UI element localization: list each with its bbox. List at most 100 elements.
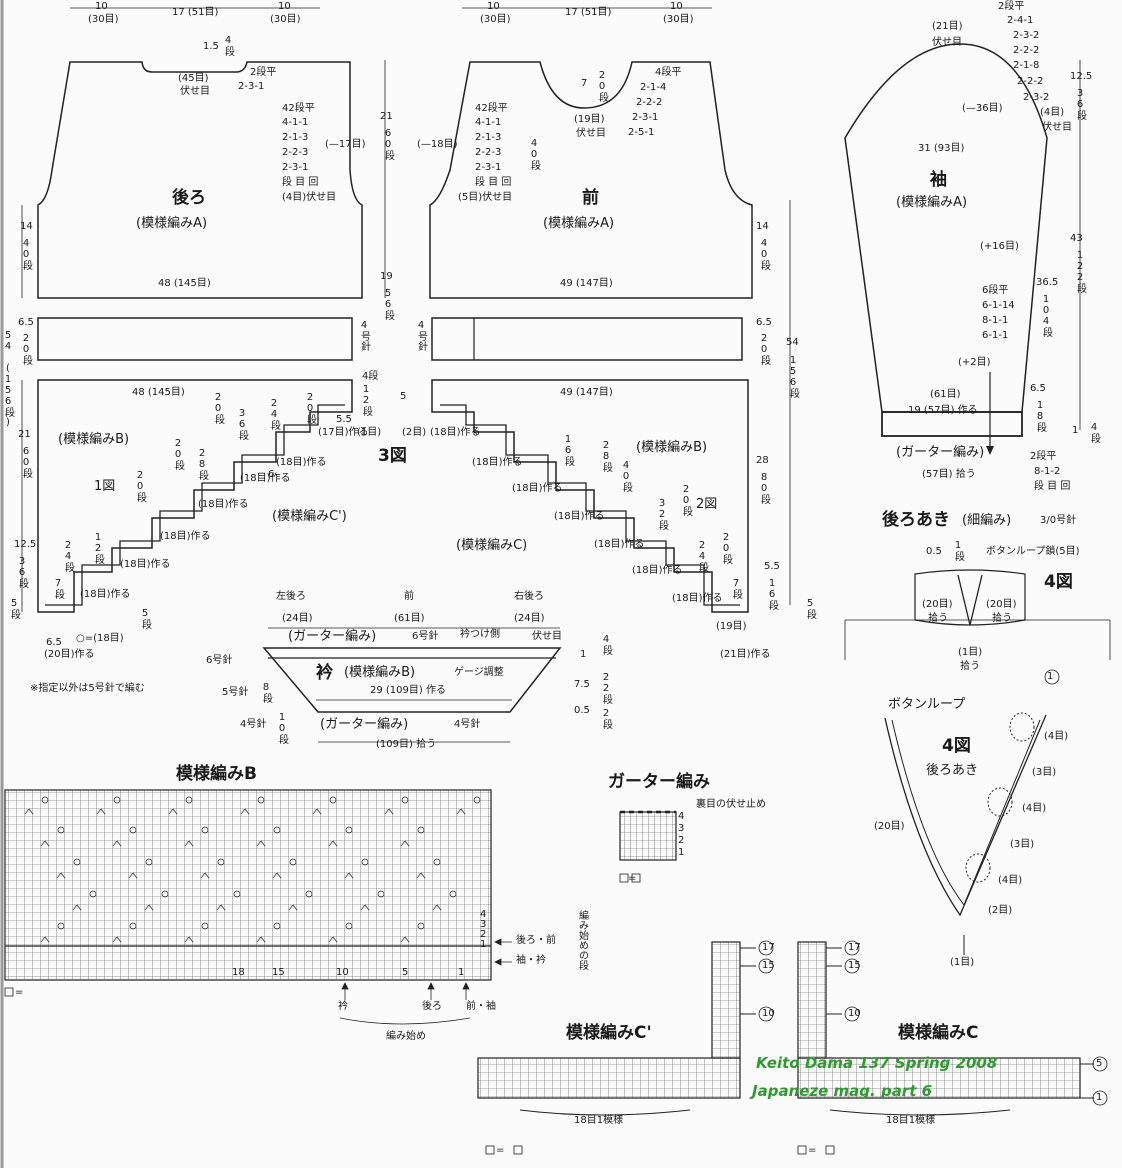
chart-c-horizontal: [797, 1057, 1081, 1099]
back-opening-pattern: (細編み): [962, 513, 1012, 528]
back-pattern: (模様編みA): [136, 216, 208, 231]
skirt-front-rows: 80段: [758, 472, 770, 504]
front-pattern: (模様編みA): [543, 216, 615, 231]
front-armhole-dec-1: 4-1-1: [475, 117, 502, 128]
back-opening-hook: 3/0号針: [1040, 515, 1077, 526]
back-armhole-dec-5: 段 目 回: [282, 177, 319, 188]
skirt-front-bottom-rows: 5段: [804, 598, 816, 619]
front-armhole-dec-4: 2-3-1: [475, 162, 502, 173]
chart-b-row-2: 2: [480, 929, 487, 940]
sleeve-cuff-make: 19 (57目) 作る: [908, 405, 978, 416]
back-opening-side-sts-r: (20目): [986, 599, 1017, 610]
fig4-detail-mark-7: (1目): [950, 957, 975, 968]
front-neck-dec-2: 2-2-2: [636, 97, 663, 108]
yoke-rows: 56段: [382, 288, 394, 320]
sleeve-total-height: 43: [1070, 233, 1083, 244]
front-side-height: 14: [756, 221, 769, 232]
collar-garter-top: (ガーター編み): [288, 629, 377, 644]
back-armhole-dec-6: (4目)伏せ目: [282, 192, 337, 203]
skirt-back-step-rows-9: 7段: [52, 578, 64, 599]
skirt-back-step-sts-1: (18目)作る: [276, 457, 327, 468]
watermark-line-1: Keito Dama 137 Spring 2008: [756, 1054, 998, 1072]
back-width-right: 10: [278, 1, 291, 12]
chart-c-vertical: [797, 941, 827, 1059]
collar-pickup: (109目) 拾う: [376, 739, 437, 750]
skirt-front-step-rows-0: 16段: [562, 434, 574, 466]
front-width-right-sts: (30目): [663, 14, 694, 25]
chart-b-symbols: [24, 796, 481, 943]
chart-b-col-15: 15: [272, 967, 285, 978]
collar-needle4: 4号針: [454, 719, 481, 730]
front-band-rect: [431, 317, 743, 361]
skirt-back-step-sts-0: (17目)作る: [318, 427, 369, 438]
skirt-back-bottom-left-rows: 36段: [16, 556, 28, 588]
front-armhole-dec-0: 42段平: [475, 103, 508, 114]
front-title: 前: [582, 188, 599, 208]
sleeve-edge-h: 1: [1072, 425, 1079, 436]
sleeve-cuff-dec-2: 段 目 回: [1034, 481, 1071, 492]
fig3-label: 3図: [378, 446, 407, 466]
skirt-front-step-sts-8: (21目)作る: [720, 649, 771, 660]
skirt-back-step-sts-6: (18目)作る: [80, 589, 131, 600]
back-neck-bind-sts: (45目): [178, 73, 209, 84]
skirt-back-step-rows-8: 12段: [92, 532, 104, 564]
skirt-front-step-rows-1: 40段: [620, 460, 632, 492]
skirt-front-step-sts-1: (18目)作る: [472, 457, 523, 468]
chart-c-title: 模様編みC: [898, 1023, 979, 1043]
front-width-left-sts: (30目): [480, 14, 511, 25]
skirt-front-step-rows-6: 24段: [696, 540, 708, 572]
back-width: 48 (145目): [158, 278, 211, 289]
chart-c-prime-mark-10: 10: [762, 1008, 775, 1019]
front-width-mid: 17 (51目): [565, 7, 612, 18]
watermark-line-2: Japaneze mag. part 6: [752, 1082, 933, 1100]
collar-left-rows-10: 10段: [276, 712, 288, 744]
collar-right-dim-1: 1: [580, 649, 587, 660]
skirt-front-corner: (2目): [402, 427, 427, 438]
sleeve-outline: [844, 43, 1048, 413]
collar-width: 29 (109目) 作る: [370, 685, 446, 696]
back-opening-side-sts: (20目): [922, 599, 953, 610]
skirt-back-step-sts-5: (18目)作る: [120, 559, 171, 570]
sleeve-inc-2: 8-1-1: [982, 315, 1009, 326]
sleeve-garter: (ガーター編み): [896, 445, 985, 460]
fig4-detail-mark-2: (4目): [1022, 803, 1047, 814]
sleeve-cap-bind: 伏せ目: [932, 37, 962, 48]
chart-c-prime-title: 模様編みC': [566, 1023, 652, 1043]
sleeve-arm-height: 36.5: [1036, 277, 1059, 288]
chart-b-mark-front-sleeve: 前・袖: [466, 1001, 496, 1012]
back-band-rect: [37, 317, 353, 361]
collar-right-dim-7-5: 7.5: [574, 679, 590, 690]
band-right-height: 6.5: [756, 317, 772, 328]
skirt-back-bottom-left: 12.5: [14, 539, 37, 550]
front-neck-dec-3: 2-3-1: [632, 112, 659, 123]
chart-c-mark-1: 1: [1096, 1092, 1103, 1103]
front-armhole-dec-2: 2-1-3: [475, 132, 502, 143]
back-opening-loop: ボタンループ鎖(5目): [986, 546, 1080, 557]
skirt-back-start-mark: ○=(18目): [76, 633, 124, 644]
back-armhole-rows: 60段: [382, 128, 394, 160]
skirt-back-step-sts-3: (18目)作る: [198, 499, 249, 510]
skirt-front-height: 28: [756, 455, 769, 466]
skirt-front-fig: 2図: [696, 497, 718, 512]
front-side-rows: 40段: [758, 238, 770, 270]
back-side-height: 14: [20, 221, 33, 232]
chart-c-mark-17: 17: [848, 942, 861, 953]
chart-b-arrow-sleeve-collar: 袖・衿: [516, 955, 546, 966]
skirt-back-bottom-rows: 5段: [8, 598, 20, 619]
skirt-back-width: 48 (145目): [132, 387, 185, 398]
fig4-detail-mark-4: (4目): [998, 875, 1023, 886]
sleeve-cap-dec-7: (4目): [1040, 107, 1065, 118]
back-width-mid: 17 (51目): [172, 7, 219, 18]
band-left-height: 6.5: [18, 317, 34, 328]
chart-b-start: 編み始め: [386, 1031, 426, 1042]
chart-b-row-4: 4: [480, 909, 487, 920]
skirt-back-total-margin: 54 (156段): [2, 330, 14, 428]
sleeve-cap-dec-5: 2-2-2: [1017, 76, 1044, 87]
sleeve-cap-dec-2: 2-3-2: [1013, 30, 1040, 41]
sleeve-arm-rows: 104段: [1040, 294, 1052, 337]
chart-b-start-side: 編み始めの段: [576, 910, 588, 970]
sleeve-inc-3: 6-1-1: [982, 330, 1009, 341]
collar-needle6: 6号針: [412, 631, 439, 642]
back-opening-rows: 1段: [952, 540, 964, 561]
